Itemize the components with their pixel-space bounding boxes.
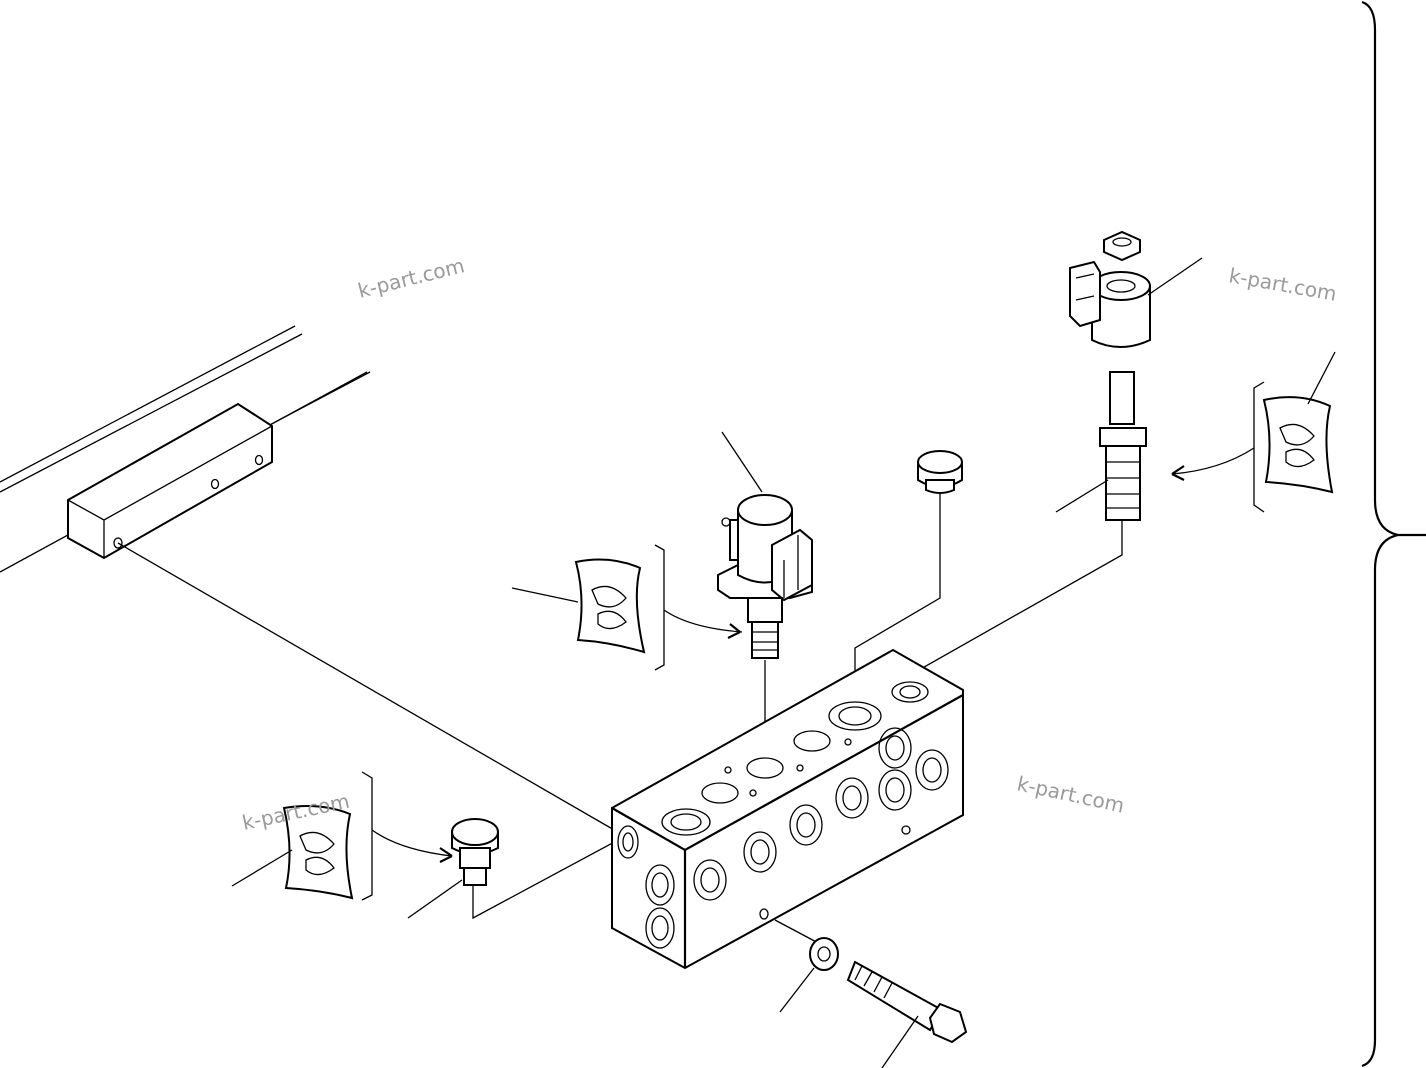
group-brace [1361,0,1426,1068]
bolt [846,960,968,1044]
valve-manifold-block [611,648,964,970]
sealant-tube [282,381,1334,901]
washer [809,937,839,971]
callout-leaders [231,257,1336,1068]
solenoid-valve-right-stem [1099,371,1147,521]
watermark-1: k-part.com [355,253,466,303]
watermark-2: k-part.com [1227,263,1338,306]
solenoid-valve-left [717,494,813,659]
frame-rail [0,325,371,573]
solenoid-valve-right-coil [1069,260,1151,348]
port-plug-top [917,450,963,494]
watermark-3: k-part.com [1015,771,1127,817]
check-valve-plug [451,818,499,886]
coil-nut [1103,230,1141,262]
